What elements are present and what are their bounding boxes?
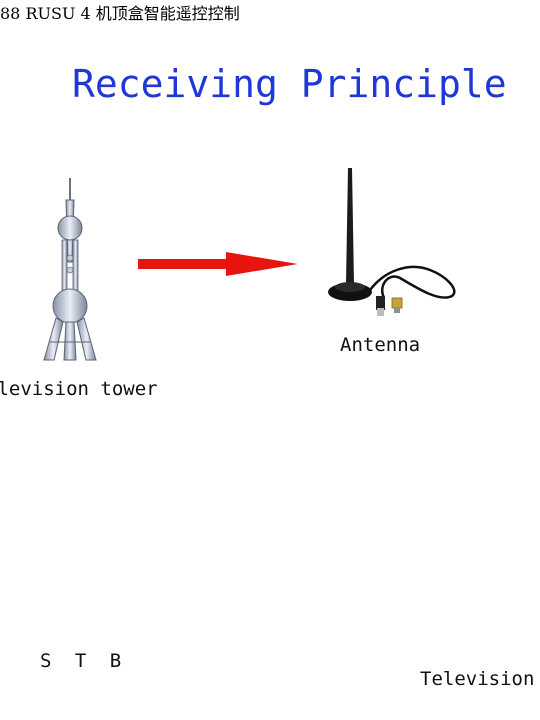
stb-label: S T B — [40, 650, 128, 672]
set-top-box-icon: 88 RUSU 4 机顶盒智能遥控控制 — [0, 4, 240, 23]
antenna-label: Antenna — [340, 334, 421, 356]
television-label: Television — [420, 668, 535, 690]
page-title: Receiving Principle — [72, 62, 507, 106]
stb-panel-text: RUSU 4 机顶盒智能遥控控制 — [25, 4, 240, 23]
television-tower-icon — [43, 178, 97, 361]
television-tower-label: elevision tower — [0, 378, 158, 400]
antenna-icon — [328, 168, 456, 316]
arrow-tower-to-antenna — [138, 252, 298, 276]
